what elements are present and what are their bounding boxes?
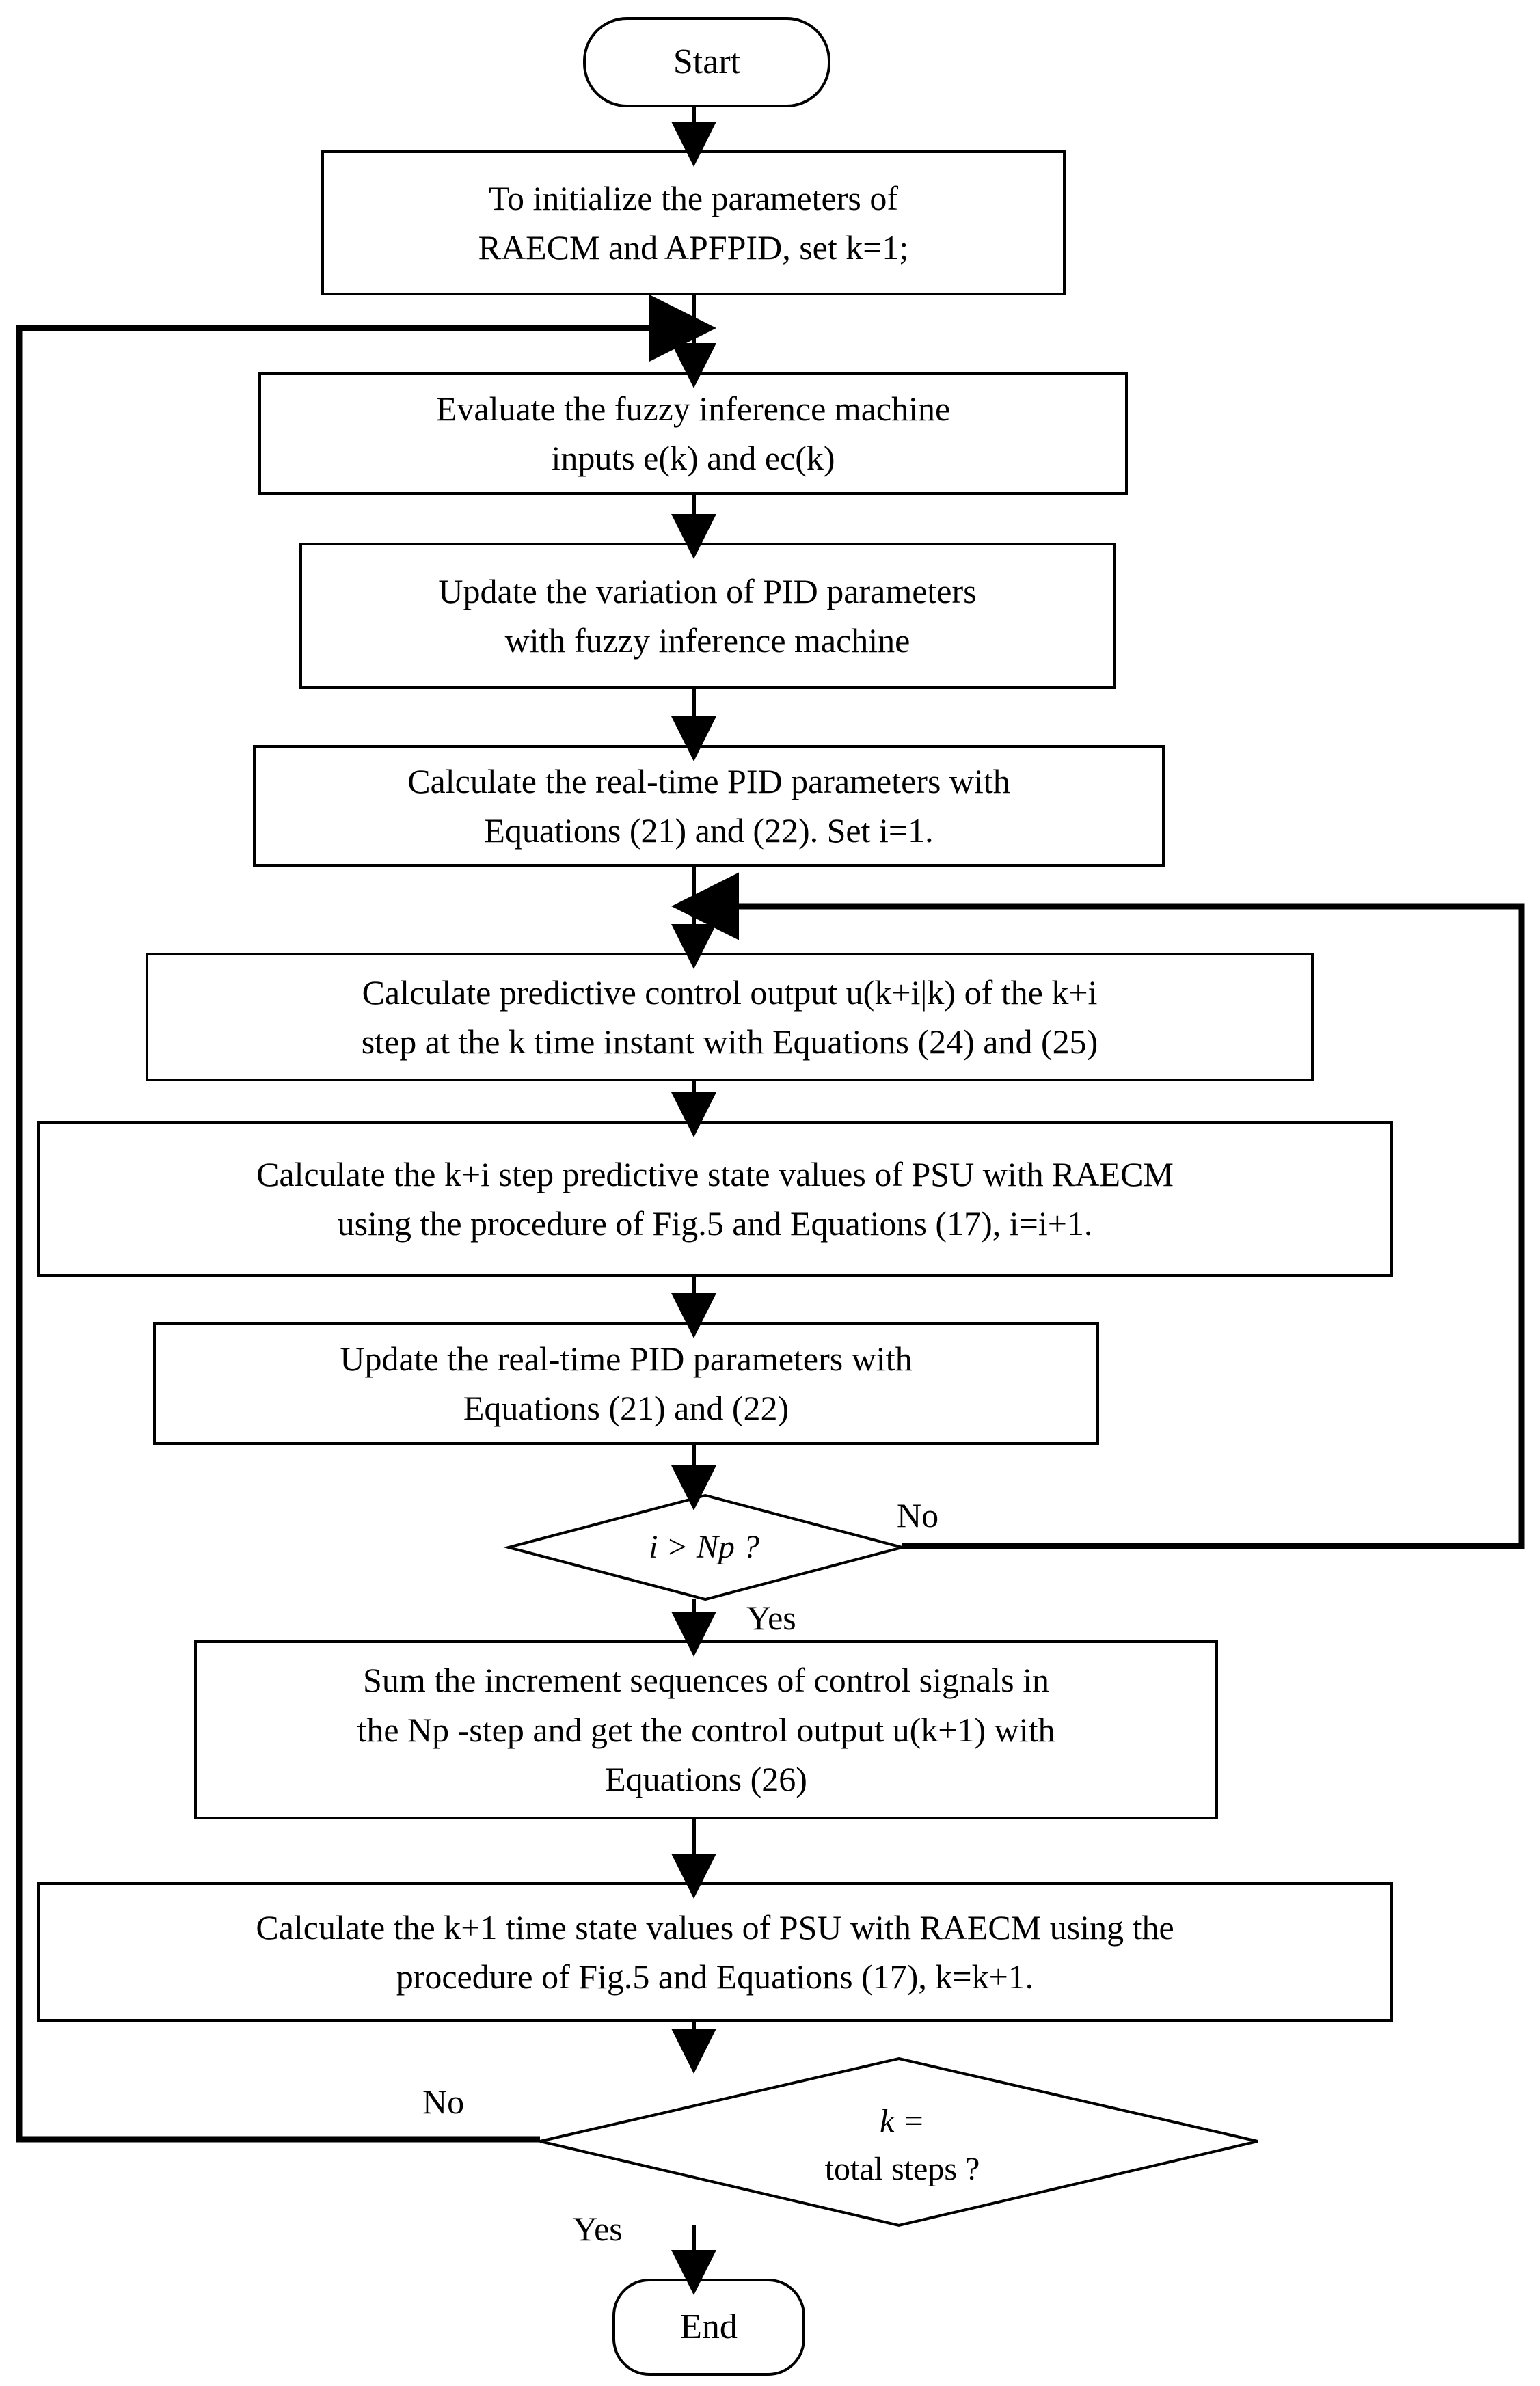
node-predout-line1: Calculate predictive control output u(k+… [362, 973, 1098, 1012]
edge-dec2-no-loop [16, 294, 716, 2143]
node-predstate-shape [37, 1121, 1393, 1277]
node-predout-shape [146, 953, 1314, 1081]
edge-label-dec1-no: No [897, 1496, 939, 1534]
node-updvar-shape [299, 543, 1116, 689]
node-start-label: Start [673, 42, 741, 82]
node-updvar-label: Update the variation of PID parameters w… [301, 544, 1114, 688]
node-evalfz-line1: Evaluate the fuzzy inference machine [435, 389, 951, 428]
node-updvar-line1: Update the variation of PID parameters [438, 571, 977, 610]
node-sum-label: Sum the increment sequences of control s… [195, 1642, 1217, 1818]
node-sum-shape [194, 1640, 1218, 1819]
node-updpid-line1: Update the real-time PID parameters with [340, 1339, 913, 1378]
node-calcnext-shape [37, 1882, 1393, 2022]
node-calcpid-line2: Equations (21) and (22). Set i=1. [484, 811, 934, 850]
node-sum-line1: Sum the increment sequences of control s… [363, 1661, 1049, 1700]
node-updpid-label: Update the real-time PID parameters with… [154, 1323, 1098, 1443]
node-dec2-line2: total steps ? [824, 2151, 980, 2187]
node-dec1-label: i > Np ? [649, 1529, 759, 1566]
node-calcpid-label: Calculate the real-time PID parameters w… [254, 746, 1163, 865]
node-dec1-shape [503, 1493, 908, 1601]
node-updpid-line2: Equations (21) and (22) [463, 1389, 789, 1427]
node-predstate-label: Calculate the k+i step predictive state … [38, 1122, 1392, 1275]
node-sum-line3: Equations (26) [605, 1760, 807, 1799]
node-init-shape [321, 150, 1066, 295]
node-predstate-line2: using the procedure of Fig.5 and Equatio… [337, 1204, 1093, 1243]
edge-label-dec1-yes: Yes [746, 1599, 796, 1637]
edge-dec1-no-loop [671, 872, 1525, 1549]
node-evalfz-label: Evaluate the fuzzy inference machine inp… [260, 373, 1126, 493]
node-sum-line2: the Np -step and get the control output … [357, 1710, 1055, 1749]
node-init-line1: To initialize the parameters of [488, 178, 899, 217]
edge-label-dec2-yes: Yes [573, 2210, 623, 2248]
node-updpid-shape [153, 1322, 1099, 1445]
node-dec2-shape [539, 2057, 1258, 2227]
node-end-label: End [680, 2307, 738, 2347]
node-calcnext-line1: Calculate the k+1 time state values of P… [256, 1908, 1174, 1947]
node-predout-label: Calculate predictive control output u(k+… [147, 954, 1312, 1080]
node-dec2-line1: k = [880, 2103, 925, 2140]
node-start-shape [583, 17, 830, 107]
node-predstate-line1: Calculate the k+i step predictive state … [256, 1154, 1174, 1193]
node-calcnext-line2: procedure of Fig.5 and Equations (17), k… [396, 1957, 1034, 1996]
node-init-line2: RAECM and APFPID, set k=1; [478, 228, 909, 267]
node-init-label: To initialize the parameters of RAECM an… [323, 152, 1064, 294]
node-evalfz-line2: inputs e(k) and ec(k) [551, 439, 835, 477]
node-predout-line2: step at the k time instant with Equation… [361, 1022, 1098, 1061]
node-dec2-label: k = total steps ? [725, 2080, 1080, 2210]
node-calcnext-label: Calculate the k+1 time state values of P… [38, 1884, 1392, 2020]
node-calcpid-line1: Calculate the real-time PID parameters w… [407, 761, 1010, 800]
node-calcpid-shape [253, 745, 1165, 867]
edge-label-dec2-no: No [422, 2083, 465, 2121]
node-updvar-line2: with fuzzy inference machine [504, 621, 910, 660]
